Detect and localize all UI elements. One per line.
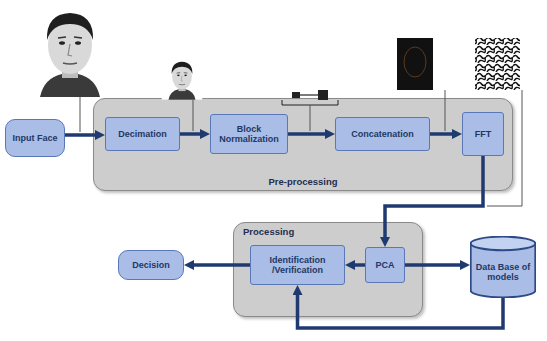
output-box: Decision [118,250,184,280]
node-label: Concatenation [351,129,414,139]
process-box: Block Normalization [210,114,288,154]
stage-label: Pre-processing [94,176,512,187]
flow-arrow [385,156,483,238]
stage-band: Pre-processing Decimation Block Normalizat… [93,98,513,191]
fft-spectrum-image [475,38,520,90]
flow-arrow [430,132,453,136]
process-box: PCA [365,247,405,283]
flow-arrow [180,132,201,136]
stage-label: Processing [243,226,294,237]
flow-arrow [298,294,504,328]
node-label: Decimation [118,129,167,139]
process-box: Concatenation [335,117,430,151]
node-label: Block Normalization [214,124,284,145]
decimated-face-image [162,56,203,100]
flow-arrow [193,263,250,267]
node-label: Decision [132,260,170,270]
process-box: FFT [462,112,504,156]
concatenation-icon [282,90,338,105]
node-label: FFT [475,129,492,139]
node-label: Input Face [12,133,57,143]
process-box: Identification /Verification [250,245,345,285]
input-box: Input Face [5,119,65,157]
node-label: PCA [375,260,394,270]
flow-arrow [65,133,96,137]
node-label: Identification /Verification [254,255,341,276]
database-cylinder: Data Base of models [470,236,536,298]
flow-arrow [354,263,365,267]
normalized-face-outline [404,47,426,77]
input-face-image [25,0,115,97]
process-box: Decimation [105,117,180,151]
leader-line [80,90,522,206]
stage-band: ProcessingIdentification /Verification PC… [233,222,423,317]
node-label: Data Base of models [473,262,533,283]
flow-arrow [405,263,461,267]
normalized-image [397,38,433,90]
flow-arrow [288,132,326,136]
